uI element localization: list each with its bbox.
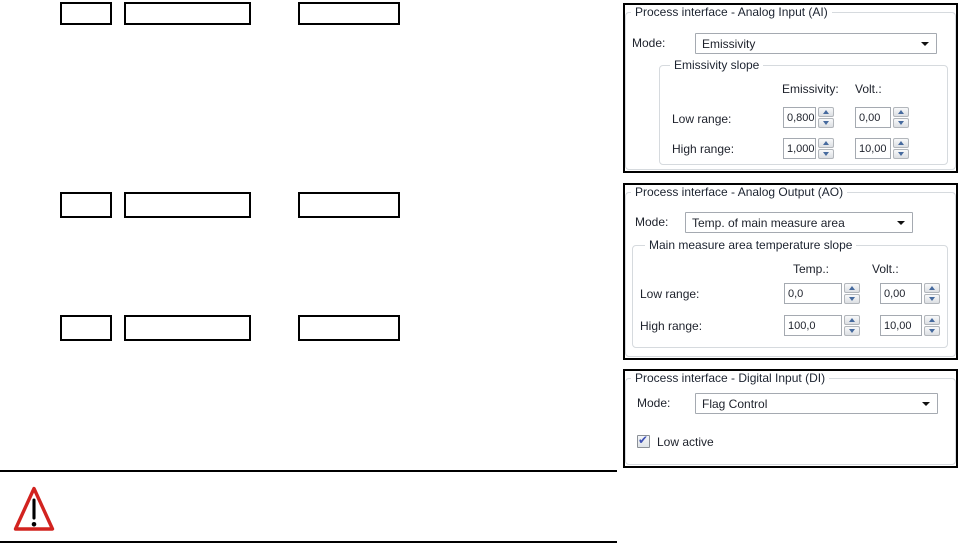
spinner-buttons[interactable] (924, 283, 940, 304)
spinner-value[interactable]: 1,000 (783, 138, 816, 159)
warning-icon (13, 486, 55, 531)
row-label: High range: (672, 142, 735, 156)
mode-dropdown-value: Temp. of main measure area (692, 215, 845, 230)
groupbox-title: Process interface - Analog Input (AI) (631, 5, 832, 19)
spin-down-icon[interactable] (844, 294, 860, 304)
empty-cell (298, 315, 400, 341)
empty-cell (124, 2, 251, 25)
spin-up-icon[interactable] (924, 283, 940, 293)
group-legend: Main measure area temperature slope (645, 238, 857, 252)
empty-cell (124, 192, 251, 218)
column-header: Volt.: (872, 262, 899, 276)
high-range-volt-spinner[interactable]: 10,00 (880, 315, 940, 336)
spin-up-icon[interactable] (844, 283, 860, 293)
row-label: High range: (640, 319, 703, 333)
groupbox-title: Process interface - Analog Output (AO) (631, 185, 848, 199)
spin-down-icon[interactable] (818, 118, 834, 128)
high-range-emissivity-spinner[interactable]: 1,000 (783, 138, 834, 159)
spin-down-icon[interactable] (844, 326, 860, 336)
panel-analog-output: Process interface - Analog Output (AO) M… (623, 183, 958, 360)
mode-dropdown-value: Flag Control (702, 396, 768, 411)
chevron-down-icon[interactable] (897, 221, 905, 225)
column-header: Emissivity: (782, 82, 839, 96)
horizontal-rule (0, 541, 617, 543)
spin-down-icon[interactable] (893, 118, 909, 128)
spinner-value[interactable]: 0,00 (880, 283, 922, 304)
mode-label: Mode: (635, 215, 669, 229)
low-range-volt-spinner[interactable]: 0,00 (855, 107, 909, 128)
spinner-value[interactable]: 0,0 (784, 283, 842, 304)
spin-down-icon[interactable] (924, 294, 940, 304)
spinner-value[interactable]: 0,00 (855, 107, 891, 128)
low-range-temp-spinner[interactable]: 0,0 (784, 283, 860, 304)
spin-down-icon[interactable] (924, 326, 940, 336)
spin-up-icon[interactable] (924, 315, 940, 325)
spinner-buttons[interactable] (893, 138, 909, 159)
low-range-emissivity-spinner[interactable]: 0,800 (783, 107, 834, 128)
panel-analog-input: Process interface - Analog Input (AI) Mo… (623, 3, 958, 173)
emissivity-slope-group: Emissivity slope (659, 58, 948, 165)
spinner-buttons[interactable] (924, 315, 940, 336)
mode-dropdown[interactable]: Temp. of main measure area (685, 212, 913, 233)
spinner-buttons[interactable] (818, 107, 834, 128)
temperature-slope-group: Main measure area temperature slope (632, 238, 948, 348)
mode-label: Mode: (632, 36, 666, 50)
empty-cell (298, 192, 400, 218)
chevron-down-icon[interactable] (922, 402, 930, 406)
spinner-buttons[interactable] (844, 315, 860, 336)
low-active-checkbox[interactable]: ✔ (637, 433, 650, 448)
empty-cell (60, 2, 112, 25)
spinner-value[interactable]: 10,00 (855, 138, 891, 159)
spinner-buttons[interactable] (844, 283, 860, 304)
spinner-value[interactable]: 100,0 (784, 315, 842, 336)
spinner-buttons[interactable] (893, 107, 909, 128)
empty-cell (298, 2, 400, 25)
empty-cell (124, 315, 251, 341)
groupbox-border (625, 378, 956, 465)
horizontal-rule (0, 470, 617, 472)
groupbox-title: Process interface - Digital Input (DI) (631, 371, 830, 385)
spin-up-icon[interactable] (893, 138, 909, 148)
high-range-volt-spinner[interactable]: 10,00 (855, 138, 909, 159)
column-header: Volt.: (855, 82, 882, 96)
chevron-down-icon[interactable] (921, 42, 929, 46)
spin-up-icon[interactable] (893, 107, 909, 117)
check-icon: ✔ (638, 433, 649, 447)
high-range-temp-spinner[interactable]: 100,0 (784, 315, 860, 336)
spinner-value[interactable]: 10,00 (880, 315, 922, 336)
mode-label: Mode: (637, 396, 671, 410)
spin-up-icon[interactable] (818, 107, 834, 117)
spinner-buttons[interactable] (818, 138, 834, 159)
spin-up-icon[interactable] (844, 315, 860, 325)
row-label: Low range: (672, 112, 732, 126)
checkbox-label: Low active (657, 435, 714, 449)
spin-down-icon[interactable] (818, 149, 834, 159)
mode-dropdown-value: Emissivity (702, 36, 756, 51)
empty-cell (60, 192, 112, 218)
panel-digital-input: Process interface - Digital Input (DI) M… (623, 369, 958, 468)
row-label: Low range: (640, 287, 700, 301)
column-header: Temp.: (793, 262, 830, 276)
low-range-volt-spinner[interactable]: 0,00 (880, 283, 940, 304)
empty-cell (60, 315, 112, 341)
group-legend: Emissivity slope (670, 58, 764, 72)
mode-dropdown[interactable]: Flag Control (695, 393, 938, 414)
mode-dropdown[interactable]: Emissivity (695, 33, 937, 54)
spin-up-icon[interactable] (818, 138, 834, 148)
spin-down-icon[interactable] (893, 149, 909, 159)
spinner-value[interactable]: 0,800 (783, 107, 816, 128)
